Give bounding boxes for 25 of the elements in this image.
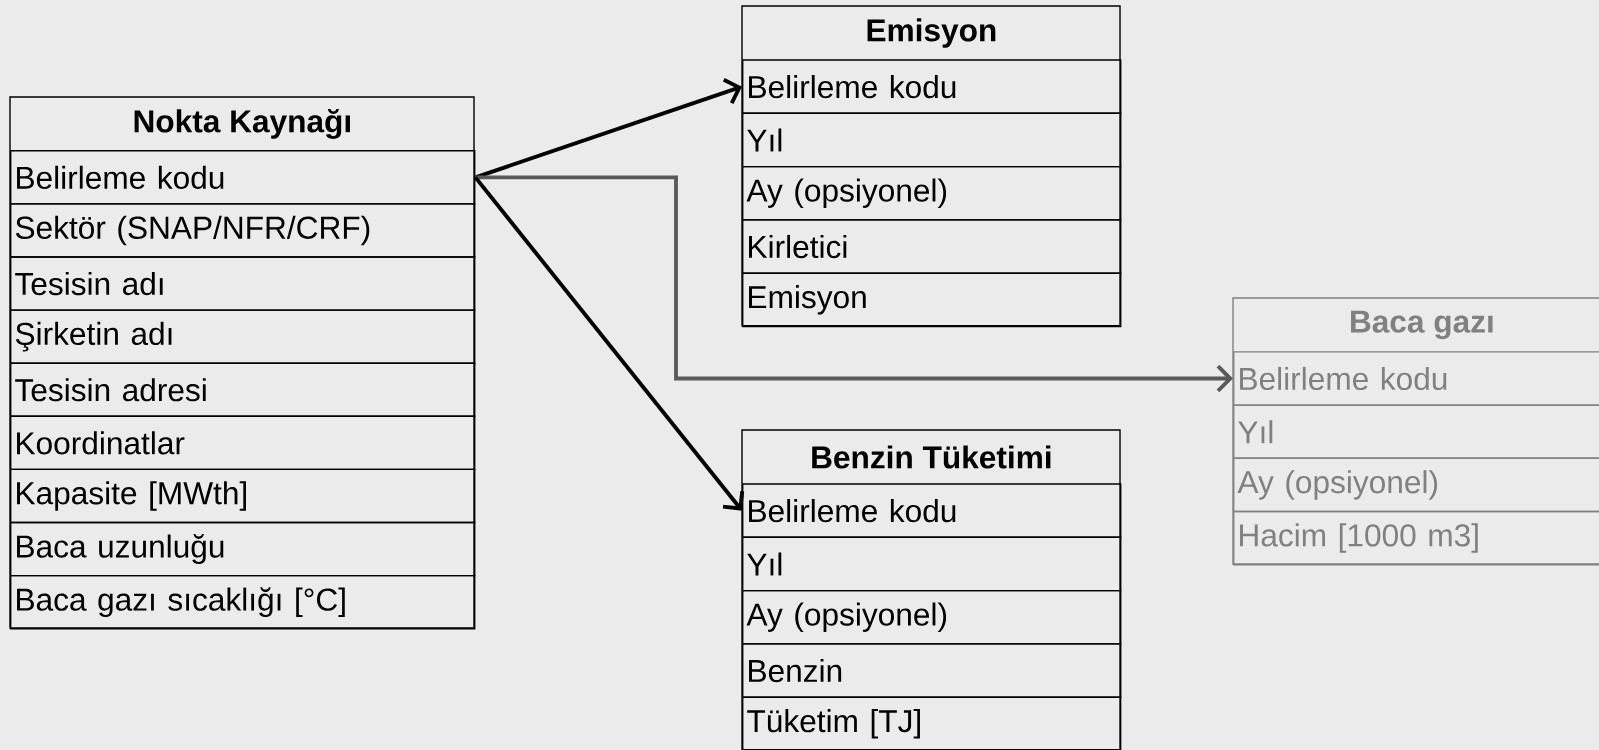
table-row: Benzin bbox=[742, 643, 1122, 698]
table-row: Yıl bbox=[742, 112, 1122, 168]
table-row: Şirketin adı bbox=[10, 309, 476, 364]
table-row: Ay (opsiyonel) bbox=[742, 165, 1122, 221]
table-row: Hacim [1000 m3] bbox=[1233, 510, 1599, 566]
table-row: Belirleme kodu bbox=[742, 59, 1122, 114]
table-row: Tesisin adresi bbox=[10, 362, 476, 417]
table-row: Belirleme kodu bbox=[742, 483, 1122, 538]
table-row: Baca gazı sıcaklığı [°C] bbox=[10, 574, 476, 630]
table-row: Belirleme kodu bbox=[10, 150, 476, 205]
table-row: Yıl bbox=[742, 536, 1122, 592]
table-row: Kapasite [MWth] bbox=[10, 468, 476, 524]
table-row: Baca uzunluğu bbox=[10, 521, 476, 577]
table-row: Belirleme kodu bbox=[1233, 351, 1599, 406]
table-row: Kirletici bbox=[742, 219, 1122, 274]
table-row: Sektör (SNAP/NFR/CRF) bbox=[10, 203, 476, 258]
arrow bbox=[475, 175, 1233, 393]
table-row: Emisyon bbox=[742, 272, 1122, 328]
table-row: Tüketim [TJ] bbox=[742, 696, 1122, 750]
table-row: Ay (opsiyonel) bbox=[1233, 457, 1599, 513]
table-row: Yıl bbox=[1233, 404, 1599, 459]
table-row: Ay (opsiyonel) bbox=[742, 589, 1122, 645]
arrow bbox=[473, 176, 745, 511]
table-row: Tesisin adı bbox=[10, 256, 476, 311]
table-row: Koordinatlar bbox=[10, 415, 476, 471]
